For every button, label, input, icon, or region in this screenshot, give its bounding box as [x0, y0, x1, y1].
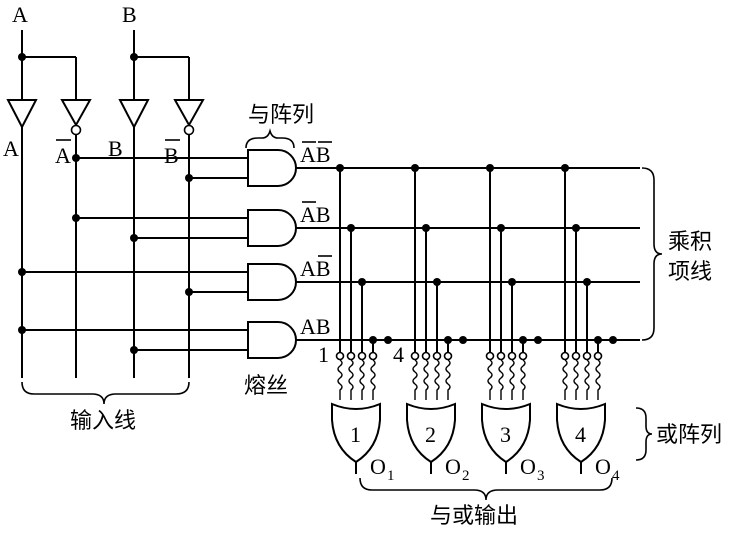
or-column-2-2	[421, 224, 431, 400]
or-column-4-4	[593, 336, 603, 400]
and-input-wires	[18, 154, 248, 354]
or-gate-number-4: 4	[575, 422, 586, 447]
buffer-b	[118, 99, 150, 130]
buffer-a-label: A	[3, 136, 19, 161]
or-gate-number-3: 3	[500, 422, 511, 447]
output-label-1: O	[370, 454, 386, 479]
output-label-3: O	[520, 454, 536, 479]
input-b-wires	[130, 30, 190, 100]
or-column-4-1	[560, 164, 570, 400]
buffer-b-label: B	[108, 136, 123, 161]
and-gate-2	[247, 209, 297, 247]
product-lines-label-1: 乘积	[668, 230, 712, 255]
output-sub-3: 3	[537, 468, 545, 484]
and-gate-3	[247, 263, 297, 301]
and-gate-1	[247, 149, 297, 187]
product-lines-label-2: 项线	[668, 260, 712, 285]
product-term-label-3: AB	[300, 256, 331, 281]
inverter-b-label: B	[164, 143, 179, 168]
product-term-label-1: AB	[300, 142, 331, 167]
and-array-brace	[245, 128, 295, 149]
or-column-4-2	[571, 224, 581, 400]
or-column-3-3	[507, 278, 517, 400]
inverter-a	[60, 99, 92, 128]
or-array-columns	[295, 164, 617, 400]
outputs-brace	[359, 477, 613, 501]
input-lines-brace	[21, 381, 190, 405]
product-term-label-2: AB	[300, 202, 331, 227]
inverter-b	[173, 99, 205, 128]
input-b-label: B	[122, 2, 137, 27]
and-gate-4	[247, 321, 297, 359]
or-column-1-3	[357, 278, 367, 400]
or-column-1-2	[346, 224, 356, 400]
fuse-index-first: 1	[318, 342, 329, 367]
and-or-output-label: 与或输出	[430, 504, 518, 529]
or-column-2-3	[432, 278, 442, 400]
output-label-2: O	[445, 454, 461, 479]
fuse-index-last: 4	[393, 342, 404, 367]
or-group-3-tap	[534, 336, 542, 344]
or-gate-number-2: 2	[425, 422, 436, 447]
output-sub-2: 2	[462, 468, 470, 484]
inverter-b-bubble	[183, 124, 195, 136]
output-label-4: O	[595, 454, 611, 479]
or-column-2-1	[410, 164, 420, 400]
inverter-a-label: A	[55, 143, 71, 168]
or-group-4-tap	[609, 336, 617, 344]
or-group-1-tap	[384, 336, 392, 344]
output-sub-1: 1	[387, 468, 395, 484]
or-column-3-2	[496, 224, 506, 400]
and-array-label: 与阵列	[248, 103, 314, 128]
input-a-label: A	[12, 2, 28, 27]
input-lines-label: 输入线	[70, 409, 136, 434]
or-column-1-1	[335, 164, 345, 400]
or-array-brace	[635, 407, 653, 461]
product-term-label-4: AB	[300, 314, 331, 339]
fuse-label: 熔丝	[244, 374, 288, 399]
input-a-wires	[18, 30, 77, 100]
or-gate-number-1: 1	[350, 422, 361, 447]
or-column-3-1	[485, 164, 495, 400]
inverter-a-bubble	[70, 124, 82, 136]
or-column-2-4	[443, 336, 453, 400]
or-column-1-4	[368, 336, 378, 400]
output-sub-4: 4	[612, 468, 620, 484]
buffer-a	[6, 99, 38, 130]
or-column-4-3	[582, 278, 592, 400]
or-array-label: 或阵列	[656, 423, 722, 448]
or-column-3-4	[518, 336, 528, 400]
product-term-lines	[296, 167, 640, 341]
product-lines-brace	[641, 167, 663, 341]
or-group-2-tap	[459, 336, 467, 344]
